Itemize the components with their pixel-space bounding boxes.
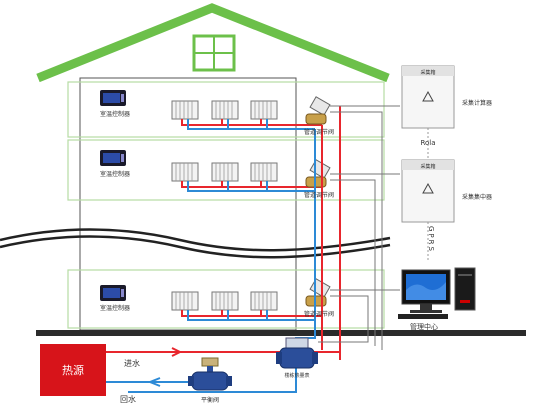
balance-valve-icon	[188, 357, 232, 391]
return-label: 回水	[120, 394, 136, 404]
return-branch-1	[187, 119, 315, 130]
management-label: 管理中心	[410, 322, 438, 331]
heat-meter-icon	[276, 337, 318, 369]
room-controller-2	[100, 150, 126, 166]
controller-label-2: 室温控制器	[100, 170, 130, 178]
roof	[36, 3, 390, 83]
ground-line	[36, 330, 526, 336]
box-label-2: 采集集中器	[462, 193, 492, 201]
room-controller-1	[100, 90, 126, 106]
box-title-2: 采集箱	[420, 163, 435, 170]
controller-label-3: 室温控制器	[100, 304, 130, 312]
supply-arrow-icon	[171, 347, 183, 357]
valve-label-2: 管道调节阀	[304, 191, 334, 199]
collection-box-2	[401, 159, 455, 223]
break-line-upper	[0, 228, 391, 252]
supply-branch-2	[181, 181, 322, 188]
heat-meter-label: 楼栋热量表	[284, 372, 309, 379]
pipe-valve-3	[305, 278, 331, 307]
box-title-1: 采集箱	[420, 69, 435, 76]
radiator-group-1	[171, 100, 278, 120]
break-line-lower	[0, 235, 391, 259]
radiator-group-3	[171, 291, 278, 311]
data-line-middle	[330, 173, 400, 346]
supply-label: 进水	[124, 358, 140, 368]
heat-source-label: 热源	[62, 363, 84, 377]
return-branch-2	[187, 181, 315, 192]
data-line-lower	[318, 289, 400, 343]
controller-label-1: 室温控制器	[100, 110, 130, 118]
return-branch-3	[187, 310, 315, 321]
box-label-1: 采集计算器	[462, 99, 492, 107]
management-computer	[398, 267, 476, 319]
supply-branch-3	[181, 310, 322, 317]
pipe-valve-2	[305, 159, 331, 188]
floor-frame-1	[67, 81, 385, 138]
radiator-group-2	[171, 162, 278, 182]
balance-valve-label: 平衡阀	[201, 396, 219, 404]
valve-label-3: 管道调节阀	[304, 310, 334, 318]
pipe-valve-1	[305, 96, 331, 125]
room-controller-3	[100, 285, 126, 301]
lora-link-label: Rola	[420, 139, 435, 147]
gprs-link-label: GPRS	[427, 226, 435, 253]
valve-label-1: 管道调节阀	[304, 128, 334, 136]
collection-box-1	[401, 65, 455, 129]
heat-source-box	[40, 344, 106, 396]
floor-frame-2	[67, 139, 385, 201]
attic-window	[192, 34, 236, 72]
supply-branch-1	[181, 119, 322, 126]
floor-frame-3	[67, 269, 385, 329]
data-line-upper	[330, 105, 400, 350]
